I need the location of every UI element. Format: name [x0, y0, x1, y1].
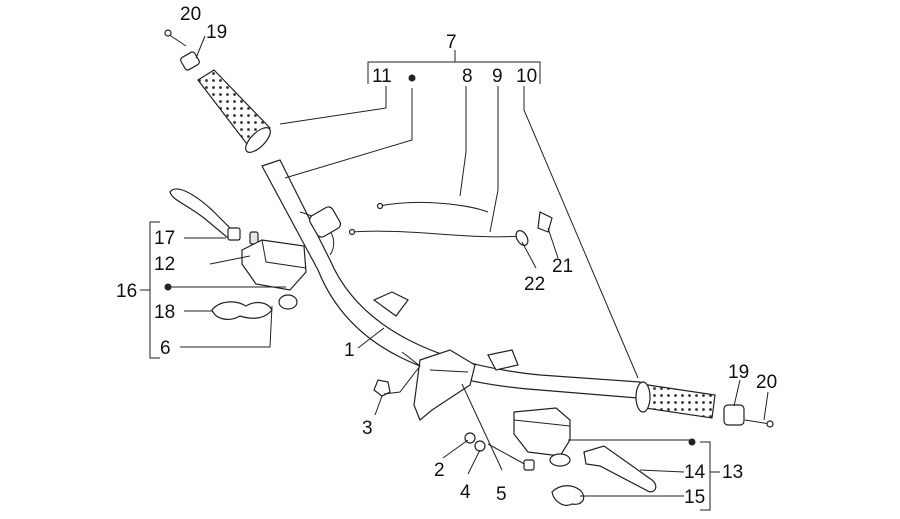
left-grip: [164, 29, 271, 153]
center-bracket: [372, 291, 535, 471]
right-grip: [635, 381, 774, 428]
label-15: 15: [684, 487, 705, 508]
label-3: 3: [362, 418, 373, 439]
label-19-right: 19: [728, 362, 749, 383]
label-20-right: 20: [756, 372, 777, 393]
label-8: 8: [462, 66, 473, 87]
label-2: 2: [434, 460, 445, 481]
label-10: 10: [516, 66, 537, 87]
left-brake-lever: [169, 188, 259, 245]
right-brake-lever: [583, 445, 657, 493]
label-13: 13: [722, 462, 743, 483]
label-19-top: 19: [206, 22, 227, 43]
leader-lines: [140, 35, 769, 511]
label-6: 6: [160, 338, 171, 359]
label-4: 4: [460, 482, 471, 503]
label-1: 1: [344, 340, 355, 361]
right-clamp: [551, 485, 585, 506]
right-master-cylinder: [513, 407, 571, 467]
part-labels: 20 19 7 11 8 9 10 21 22 17 12 16 18 6 1 …: [116, 4, 777, 508]
reference-dots: [164, 74, 696, 446]
left-master-cylinder: [241, 239, 307, 310]
handlebar-tube: [261, 159, 641, 399]
label-17: 17: [154, 228, 175, 249]
throttle-cables: [348, 201, 553, 246]
label-22: 22: [524, 274, 545, 295]
label-18: 18: [154, 302, 175, 323]
label-11: 11: [372, 66, 392, 87]
label-9: 9: [492, 66, 503, 87]
label-14: 14: [684, 462, 706, 483]
label-21: 21: [552, 256, 573, 277]
left-clamp: [211, 301, 273, 320]
label-16: 16: [116, 281, 137, 302]
label-5: 5: [496, 484, 507, 505]
label-20-top: 20: [180, 4, 201, 25]
label-12: 12: [154, 254, 175, 275]
label-7: 7: [446, 32, 457, 53]
